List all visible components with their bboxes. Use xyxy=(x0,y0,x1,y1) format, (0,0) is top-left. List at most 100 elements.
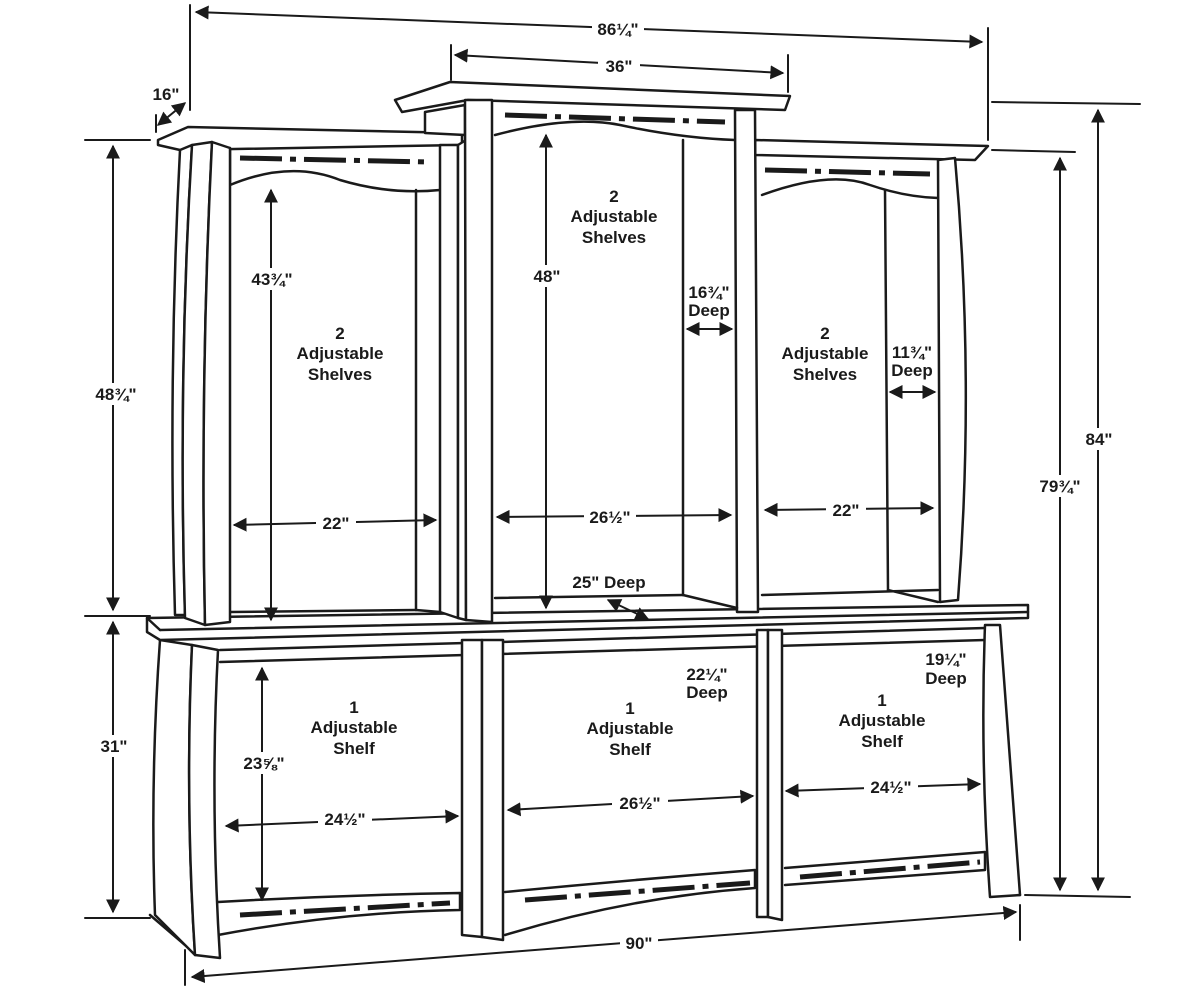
label-center-top-width: 36" xyxy=(606,57,633,76)
right-hutch-back-corner xyxy=(883,188,890,592)
label-base-center-depth: 22¼" xyxy=(686,665,727,684)
center-hutch-label-line3: Shelves xyxy=(582,228,646,247)
label-base-right-width: 24½" xyxy=(870,778,911,797)
left-hutch-inlay xyxy=(239,155,429,165)
center-hutch-right-stile xyxy=(733,108,760,614)
center-hutch-arch xyxy=(493,120,737,142)
mask-22-left xyxy=(316,512,356,534)
base-right-label-line3: Shelf xyxy=(861,732,903,751)
right-hutch-side xyxy=(936,156,968,604)
center-hutch-inlay xyxy=(504,112,726,125)
base-top-edge xyxy=(145,616,162,632)
ext-79-top xyxy=(991,149,1076,153)
right-hutch-label-count: 2 xyxy=(820,324,829,343)
dim-arrow-25-deep xyxy=(606,599,650,620)
label-center-hutch-depth-word: Deep xyxy=(688,301,730,320)
base-top-slab xyxy=(145,603,1030,642)
left-hutch-label-count: 2 xyxy=(335,324,344,343)
mask-36 xyxy=(598,56,640,78)
label-right-hutch-width: 22" xyxy=(833,501,860,520)
base-stile-center-left xyxy=(460,638,484,939)
mask-79-3-4 xyxy=(1036,475,1084,497)
left-hutch-floor xyxy=(228,608,418,614)
center-hutch-left-stile xyxy=(463,98,494,624)
label-center-hutch-depth: 16¾" xyxy=(688,283,729,302)
right-hutch-floor xyxy=(760,588,940,597)
base-top-front-edge xyxy=(158,610,1030,632)
label-center-hutch-width: 26½" xyxy=(589,508,630,527)
ext-84-top xyxy=(991,101,1141,105)
label-left-opening-height: 43¾" xyxy=(251,270,292,289)
base-right-leg xyxy=(982,623,1022,899)
mask-31 xyxy=(96,735,132,757)
dim-arrow-16 xyxy=(156,102,187,126)
dimension-lines xyxy=(84,4,1141,986)
left-hutch-right-stile xyxy=(438,143,460,620)
mask-23-5-8 xyxy=(240,752,288,774)
base-left-label-line2: Adjustable xyxy=(311,718,398,737)
compartment-labels: 2 Adjustable Shelves 2 Adjustable Shelve… xyxy=(297,187,926,759)
mask-48 xyxy=(530,265,564,287)
mask-90 xyxy=(620,932,658,954)
dim-arrow-86 xyxy=(194,5,984,49)
ext-84-bottom xyxy=(1024,894,1131,898)
label-overall-width-bottom: 90" xyxy=(626,934,653,953)
center-hutch-floor-corner xyxy=(681,593,739,610)
label-base-left-width: 24½" xyxy=(324,810,365,829)
left-hutch-label-line3: Shelves xyxy=(308,365,372,384)
mask-26-top xyxy=(584,506,636,528)
center-hutch-floor xyxy=(493,593,685,600)
right-hutch-floor-corner xyxy=(886,588,940,604)
base-stile-center-right xyxy=(755,628,770,919)
dimension-labels: 86¼" 36" 16" 48¾" 43¾" 48" 16¾" Deep 11¾… xyxy=(95,20,1112,953)
base-top-rail-lower xyxy=(218,638,987,664)
right-hutch-label-line3: Shelves xyxy=(793,365,857,384)
base-top-rail xyxy=(218,626,987,652)
center-hutch-crown xyxy=(393,80,792,114)
center-hutch xyxy=(393,80,940,624)
base-apron-inlay-left xyxy=(239,900,451,918)
mask-48-3-4 xyxy=(92,383,140,405)
base-left-label-count: 1 xyxy=(349,698,358,717)
base-right-label-line2: Adjustable xyxy=(839,711,926,730)
label-base-right-depth: 19¼" xyxy=(925,650,966,669)
base-left-leg-front xyxy=(187,643,222,960)
base-apron-inlay-right xyxy=(799,859,981,880)
base-stile-center-right-front xyxy=(766,628,784,922)
left-hutch-stile xyxy=(202,140,232,627)
right-hutch-arch xyxy=(760,178,940,200)
base-apron-inlay-center xyxy=(524,880,751,903)
label-left-hutch-height: 48¾" xyxy=(95,385,136,404)
base-stile-center-left-front xyxy=(480,638,505,942)
label-right-hutch-depth-word: Deep xyxy=(891,361,933,380)
base-floor-edges xyxy=(148,893,1022,947)
label-base-opening-height: 23⅝" xyxy=(243,754,284,773)
mask-22-right xyxy=(826,499,866,521)
label-base-center-depth-word: Deep xyxy=(686,683,728,702)
base-center-label-count: 1 xyxy=(625,699,634,718)
label-right-hutch-depth: 11¾" xyxy=(892,343,932,362)
left-hutch-label-line2: Adjustable xyxy=(297,344,384,363)
left-hutch-floor-corner xyxy=(414,608,442,614)
label-side-depth: 16" xyxy=(153,85,180,104)
mask-24-right xyxy=(864,776,918,798)
base-center-label-line3: Shelf xyxy=(609,740,651,759)
left-hutch xyxy=(156,125,468,627)
base-apron-center xyxy=(503,868,757,937)
label-base-height: 31" xyxy=(101,737,128,756)
label-masks xyxy=(92,18,1118,954)
dim-arrow-90 xyxy=(190,906,1018,983)
mask-26-base xyxy=(612,792,668,814)
label-right-side-height: 79¾" xyxy=(1039,477,1080,496)
center-hutch-crown-return xyxy=(423,103,467,137)
base-apron-right xyxy=(783,850,987,887)
mask-24-left xyxy=(318,808,372,830)
label-base-right-depth-word: Deep xyxy=(925,669,967,688)
label-overall-height: 84" xyxy=(1086,430,1113,449)
label-center-opening-height: 48" xyxy=(534,267,561,286)
label-base-center-width: 26½" xyxy=(619,794,660,813)
base-center-label-line2: Adjustable xyxy=(587,719,674,738)
center-hutch-label-line2: Adjustable xyxy=(571,207,658,226)
mask-43-3-4 xyxy=(249,268,295,290)
